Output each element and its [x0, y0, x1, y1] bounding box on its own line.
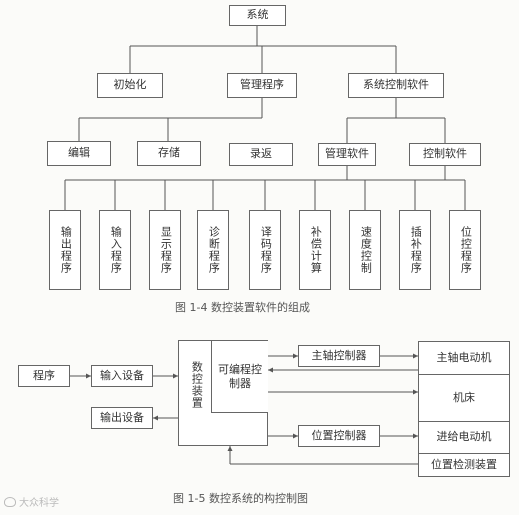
leaf-input-program: 输入程序 [99, 210, 131, 290]
node-edit: 编辑 [47, 141, 111, 166]
node-input-device: 输入设备 [91, 365, 153, 387]
node-machine: 机床 [418, 374, 510, 422]
node-management-software: 管理软件 [318, 143, 376, 166]
leaf-compensation-calc: 补偿计算 [299, 210, 331, 290]
watermark: 大众科学 [4, 494, 59, 509]
leaf-output-program: 输出程序 [49, 210, 81, 290]
leaf-decode-program: 译码程序 [249, 210, 281, 290]
leaf-position-control-program: 位控程序 [449, 210, 481, 290]
node-feed-motor: 进给电动机 [418, 421, 510, 454]
leaf-diagnosis-program: 诊断程序 [197, 210, 229, 290]
nc-device-label: 数控装置 [190, 361, 204, 409]
node-init: 初始化 [97, 73, 163, 98]
node-program: 程序 [18, 365, 70, 387]
node-spindle-motor: 主轴电动机 [418, 341, 510, 375]
node-system: 系统 [229, 5, 286, 26]
node-output-device: 输出设备 [91, 407, 153, 429]
watermark-logo-icon [4, 496, 16, 507]
leaf-speed-control: 速度控制 [349, 210, 381, 290]
node-nc-device: 数控装置 可编程控制器 [178, 340, 268, 446]
node-spindle-controller: 主轴控制器 [298, 345, 380, 367]
plc-box: 可编程控制器 [211, 341, 268, 413]
node-playback: 录返 [229, 143, 293, 166]
node-position-detect: 位置检测装置 [418, 453, 510, 477]
node-position-controller: 位置控制器 [298, 425, 380, 447]
figure-caption-1-4: 图 1-4 数控装置软件的组成 [175, 301, 310, 314]
leaf-interpolation-program: 插补程序 [399, 210, 431, 290]
leaf-display-program: 显示程序 [149, 210, 181, 290]
node-management-program: 管理程序 [227, 73, 297, 98]
watermark-text: 大众科学 [19, 498, 59, 509]
figure-caption-1-5: 图 1-5 数控系统的构控制图 [173, 492, 308, 505]
node-store: 存储 [137, 141, 201, 166]
plc-label: 可编程控制器 [218, 363, 262, 390]
node-control-software: 控制软件 [409, 143, 481, 166]
node-system-control-software: 系统控制软件 [348, 73, 444, 98]
